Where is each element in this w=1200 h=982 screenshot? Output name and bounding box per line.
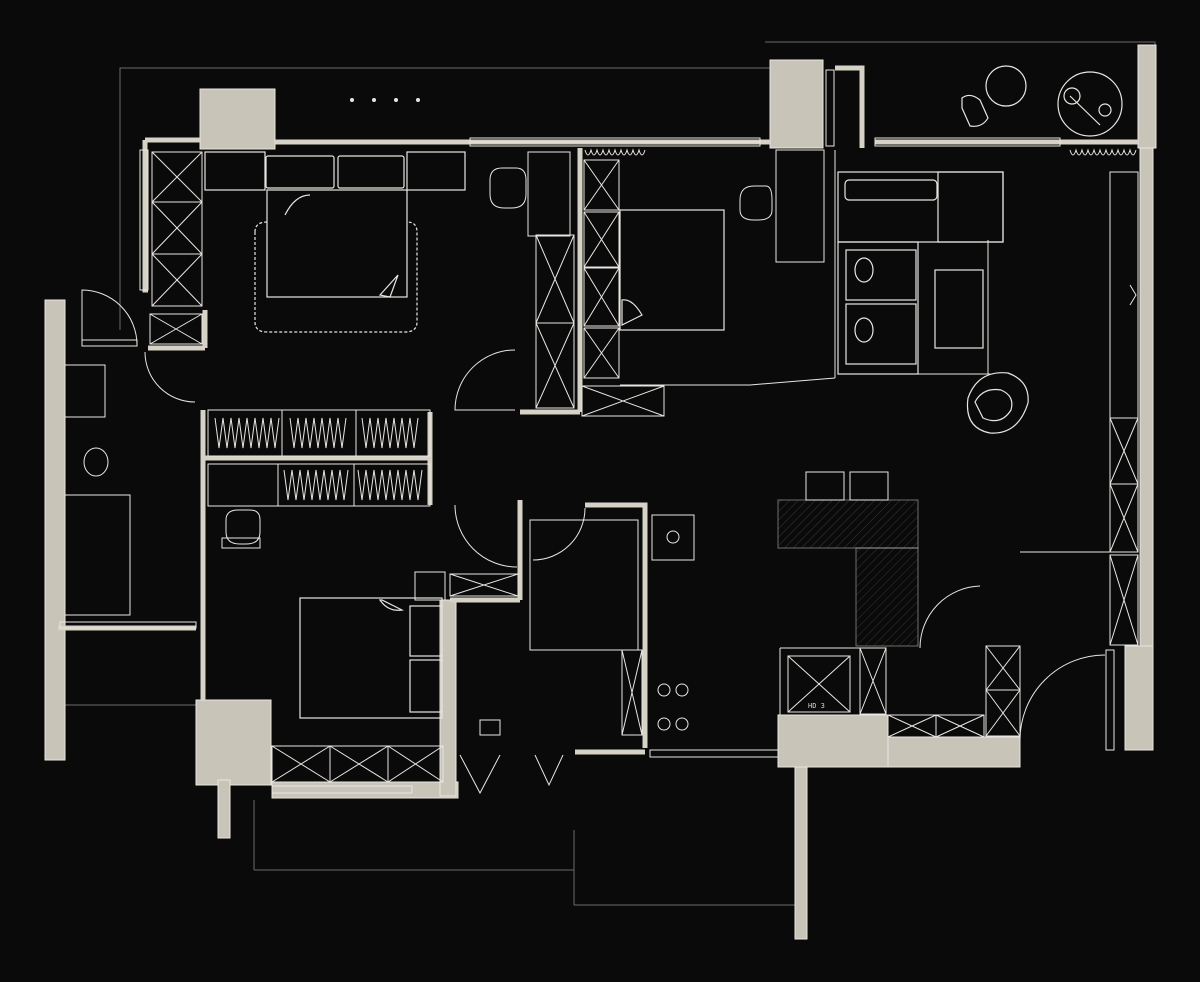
plant-icon: [1057, 71, 1123, 137]
dimension-lines: [58, 41, 1156, 906]
beds: [204, 151, 725, 719]
windows: [59, 69, 1115, 794]
dining-area: [777, 471, 1110, 647]
master-bed: [266, 189, 408, 298]
balcony: [961, 65, 1123, 137]
fridge-label: HD 3: [808, 702, 825, 710]
ceiling-lights: [350, 98, 420, 102]
structural-walls: [44, 44, 1157, 940]
radiators: [584, 148, 1137, 156]
doors: [81, 284, 1137, 795]
partitions: [620, 150, 990, 715]
bed-2: [619, 209, 725, 331]
bed-3: [299, 597, 443, 719]
closet-hangers: [207, 409, 431, 507]
desks-chairs: [221, 149, 825, 601]
wardrobes: [149, 151, 1139, 783]
armchair: [966, 372, 1029, 434]
bathroom: [64, 364, 131, 616]
sofa: [837, 171, 1004, 375]
